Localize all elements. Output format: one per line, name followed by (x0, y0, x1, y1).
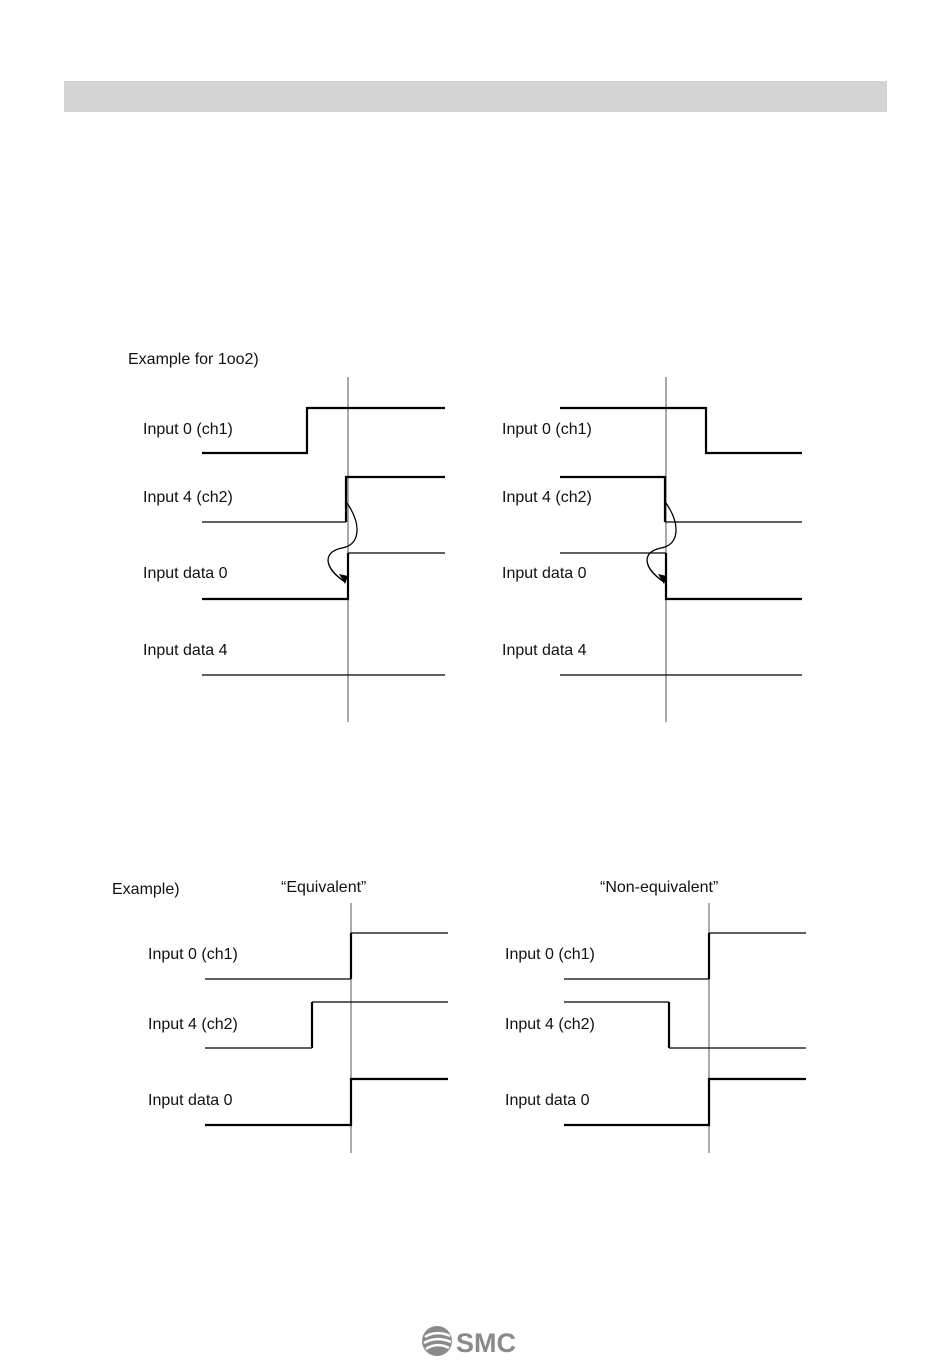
diagram1-left-chart: Input 0 (ch1) Input 4 (ch2) Input data 0… (143, 377, 445, 722)
signal-input-data0 (205, 1079, 448, 1125)
label-input-data4: Input data 4 (502, 642, 587, 659)
label-input-data0: Input data 0 (505, 1092, 590, 1109)
label-input4: Input 4 (ch2) (143, 489, 233, 506)
caption-non-equivalent: “Non-equivalent” (600, 879, 718, 896)
signal-input4-rise (346, 477, 445, 522)
signal-input-data0-fall (666, 553, 802, 599)
diagram1-title: Example for 1oo2) (128, 351, 259, 368)
signal-input0 (202, 408, 445, 453)
label-input4: Input 4 (ch2) (505, 1016, 595, 1033)
smc-logo-text: SMC (456, 1328, 516, 1358)
label-input0: Input 0 (ch1) (502, 421, 592, 438)
label-input0: Input 0 (ch1) (143, 421, 233, 438)
diagram1-right-chart: Input 0 (ch1) Input 4 (ch2) Input data 0… (502, 377, 802, 722)
signal-input0 (560, 408, 802, 453)
label-input0: Input 0 (ch1) (148, 946, 238, 963)
label-input4: Input 4 (ch2) (148, 1016, 238, 1033)
smc-logo-icon (422, 1326, 452, 1356)
label-input-data4: Input data 4 (143, 642, 228, 659)
label-input4: Input 4 (ch2) (502, 489, 592, 506)
causal-arrow (328, 503, 357, 582)
label-input-data0: Input data 0 (148, 1092, 233, 1109)
diagram2-title: Example) (112, 881, 180, 898)
label-input-data0: Input data 0 (502, 565, 587, 582)
smc-logo: SMC (420, 1324, 532, 1358)
label-input-data0: Input data 0 (143, 565, 228, 582)
diagram2-left-chart: Input 0 (ch1) Input 4 (ch2) Input data 0 (148, 903, 448, 1153)
label-input0: Input 0 (ch1) (505, 946, 595, 963)
causal-arrow (647, 503, 676, 582)
caption-equivalent: “Equivalent” (281, 879, 366, 896)
signal-input-data0 (564, 1079, 806, 1125)
diagram2-right-chart: Input 0 (ch1) Input 4 (ch2) Input data 0 (505, 903, 806, 1153)
